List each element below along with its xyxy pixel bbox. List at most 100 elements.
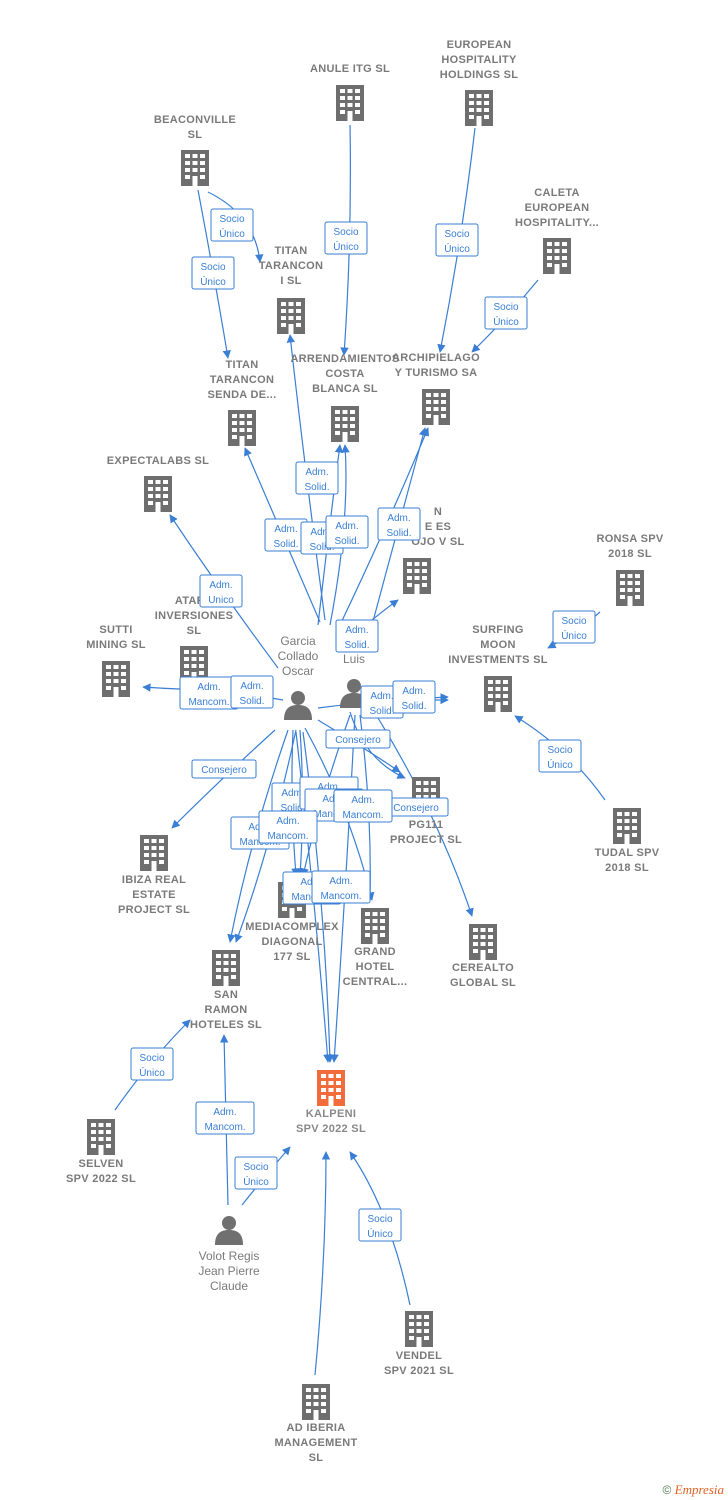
node-label-line: 2018 SL: [608, 548, 652, 560]
relation-text: Adm.: [310, 527, 333, 538]
node-tudal[interactable]: TUDAL SPV 2018 SL: [595, 808, 660, 874]
building-icon: [336, 85, 364, 121]
relation-label[interactable]: Adm.Solid.: [325, 515, 369, 549]
relation-label[interactable]: Adm.Solid.: [295, 461, 339, 495]
relation-text: Único: [561, 629, 587, 642]
node-label-line: EUROPEAN: [447, 39, 512, 51]
edge-garcia-ibiza: [171, 729, 276, 829]
building-icon: [422, 389, 450, 425]
node-label-line: E ES: [425, 521, 451, 533]
node-label-line: TARANCON: [259, 260, 324, 272]
node-label-line: EXPECTALABS SL: [107, 455, 209, 467]
relation-label[interactable]: Consejero: [191, 759, 257, 779]
node-expecta[interactable]: EXPECTALABS SL: [107, 455, 209, 512]
node-label-line: HOTELES SL: [190, 1019, 262, 1031]
relation-label[interactable]: Adm.Solid.: [230, 675, 274, 709]
node-label-line: SPV 2022 SL: [66, 1173, 136, 1185]
relation-text: Adm.: [240, 681, 263, 692]
relation-box: [311, 870, 371, 904]
node-label-line: TUDAL SPV: [595, 847, 660, 859]
node-selven[interactable]: SELVEN SPV 2022 SL: [66, 1119, 136, 1185]
relation-text: Adm.: [213, 1107, 236, 1118]
nodes: ANULE ITG SL EUROPEANHOSPITALITYHOLDINGS …: [66, 39, 664, 1464]
relation-label[interactable]: Adm.Solid.: [377, 507, 421, 541]
relation-label[interactable]: Adm.Solid.: [392, 680, 436, 714]
node-label-line: HOSPITALITY...: [515, 217, 599, 229]
relation-text: Socio: [139, 1053, 164, 1064]
node-label-line: 177 SL: [273, 951, 310, 963]
node-label-line: SELVEN: [79, 1158, 124, 1170]
relation-box: [191, 759, 257, 779]
node-label-line: PROJECT SL: [118, 904, 190, 916]
node-grandhotel[interactable]: GRANDHOTELCENTRAL...: [343, 908, 408, 988]
relation-label[interactable]: Adm.Mancom.: [311, 870, 371, 904]
brand-link[interactable]: Empresia: [674, 1482, 724, 1497]
node-label-line: MINING SL: [86, 639, 146, 651]
relation-text: Unico: [208, 595, 234, 606]
node-label-line: EUROPEAN: [525, 202, 590, 214]
node-label-line: AD IBERIA: [287, 1422, 346, 1434]
building-icon: [465, 90, 493, 126]
node-anule[interactable]: ANULE ITG SL: [310, 63, 390, 121]
relation-label[interactable]: Adm.Mancom.: [333, 789, 393, 823]
node-label-line: RONSA SPV: [596, 533, 663, 545]
relation-text: Consejero: [335, 735, 381, 746]
relation-label[interactable]: Adm.Solid.: [335, 619, 379, 653]
node-label-line: 2018 SL: [605, 862, 649, 874]
relation-box: [195, 1101, 255, 1135]
relation-text: Socio: [333, 227, 358, 238]
node-hidden[interactable]: N E ES OJO V SL: [403, 506, 465, 594]
relation-text: Adm.: [402, 686, 425, 697]
relation-text: Adm.: [329, 876, 352, 887]
node-ronsa[interactable]: RONSA SPV 2018 SL: [596, 533, 664, 606]
node-label-line: HOLDINGS SL: [440, 69, 518, 81]
relation-text: Solid.: [280, 803, 305, 814]
relation-text: Adm.: [387, 513, 410, 524]
relation-text: Único: [493, 315, 519, 328]
relation-box: [377, 507, 421, 541]
relation-label[interactable]: Adm.Mancom.: [195, 1101, 255, 1135]
relation-label[interactable]: Consejero: [325, 729, 391, 749]
node-label-line: Garcia: [280, 634, 316, 648]
relation-label[interactable]: Adm.Mancom.: [179, 676, 239, 710]
node-label-line: OJO V SL: [411, 536, 464, 548]
node-label-line: VENDEL: [396, 1350, 442, 1362]
relation-label[interactable]: Consejero: [383, 797, 449, 817]
node-label-line: N: [434, 506, 442, 518]
relation-box: [199, 574, 243, 608]
relation-label[interactable]: Adm.Unico: [199, 574, 243, 608]
node-label-line: SAN: [214, 989, 238, 1001]
relation-label[interactable]: Adm.Mancom.: [258, 810, 318, 844]
relation-box: [538, 739, 582, 773]
node-caleta[interactable]: CALETAEUROPEANHOSPITALITY...: [515, 187, 599, 274]
